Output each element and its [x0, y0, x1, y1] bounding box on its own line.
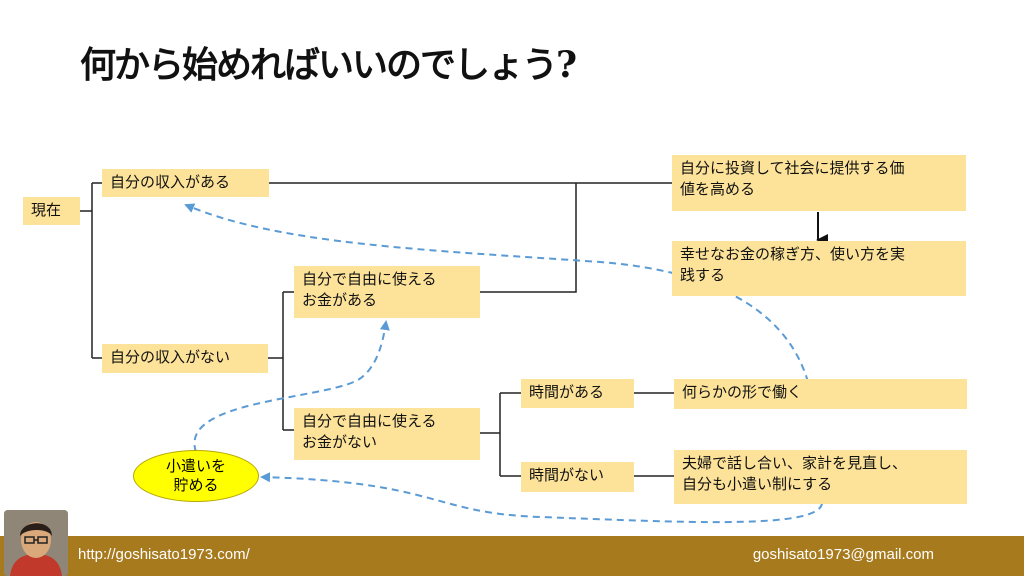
node-genzai: 現在 [23, 197, 80, 225]
dashed-arrow-work-to-income [184, 203, 809, 383]
footer-url[interactable]: http://goshisato1973.com/ [78, 546, 250, 563]
connector-income-no [268, 291, 294, 431]
node-practice: 幸せなお金の稼ぎ方、使い方を実 践する [672, 241, 966, 296]
node-practice-line1: 幸せなお金の稼ぎ方、使い方を実 [680, 245, 906, 263]
node-couple: 夫婦で話し合い、家計を見直し、 自分も小遣い制にする [674, 450, 967, 504]
node-save-ellipse: 小遣いを 貯める [133, 450, 259, 502]
node-income-no: 自分の収入がない [102, 344, 268, 373]
footer-email[interactable]: goshisato1973@gmail.com [752, 546, 934, 563]
page-title: 何から始めればいいのでしょう? [80, 44, 577, 86]
node-save-line1: 小遣いを [165, 457, 226, 475]
connector-genzai [80, 182, 102, 359]
node-free-money-no-line2: お金がない [302, 433, 378, 451]
node-free-money-yes: 自分で自由に使える お金がある [294, 266, 480, 318]
node-couple-line2: 自分も小遣い制にする [682, 475, 833, 493]
node-free-money-no: 自分で自由に使える お金がない [294, 408, 480, 460]
node-save-line2: 貯める [173, 476, 219, 494]
node-invest-line1: 自分に投資して社会に提供する価 [680, 159, 905, 177]
dashed-arrow-couple-to-save [260, 472, 823, 524]
connector-free-money-yes [480, 183, 577, 293]
node-practice-line2: 践する [680, 266, 726, 284]
avatar [4, 510, 68, 576]
node-invest: 自分に投資して社会に提供する価 値を高める [672, 155, 966, 211]
footer-bar: http://goshisato1973.com/ goshisato1973@… [0, 536, 1024, 576]
node-income-yes: 自分の収入がある [102, 169, 269, 197]
node-time-yes: 時間がある [521, 379, 634, 408]
node-time-no: 時間がない [521, 462, 634, 492]
node-free-money-yes-line2: お金がある [302, 291, 378, 309]
node-invest-line2: 値を高める [680, 180, 756, 198]
node-free-money-no-line1: 自分で自由に使える [302, 412, 437, 430]
node-couple-line1: 夫婦で話し合い、家計を見直し、 [682, 454, 908, 472]
node-work: 何らかの形で働く [674, 379, 967, 409]
connector-free-money-no [480, 392, 521, 477]
node-free-money-yes-line1: 自分で自由に使える [302, 270, 437, 288]
